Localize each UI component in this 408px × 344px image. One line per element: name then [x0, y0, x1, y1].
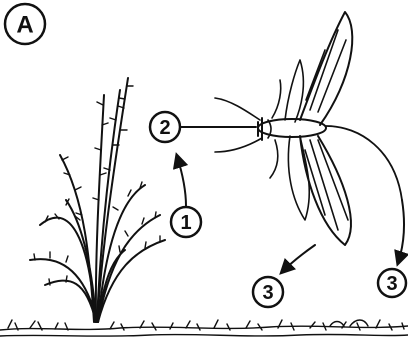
callout-1: 1	[171, 156, 201, 237]
winged-insect-drawing	[215, 12, 402, 245]
grass-clump-drawing	[30, 78, 165, 322]
callout-3a: 3	[253, 245, 315, 307]
panel-label-text: A	[16, 12, 33, 39]
panel-label: A	[5, 4, 45, 44]
callout-1-text: 1	[180, 212, 191, 234]
callout-3b: 3	[378, 200, 406, 297]
callout-3b-text: 3	[386, 273, 397, 295]
arrow-tail-to-3b	[398, 200, 404, 263]
callout-2-text: 2	[159, 117, 170, 139]
callout-2: 2	[150, 112, 256, 142]
arrow-1-to-2	[177, 156, 186, 206]
ground-strip	[0, 320, 408, 336]
arrow-insect-to-3a	[282, 245, 315, 272]
callout-3a-text: 3	[262, 282, 273, 304]
